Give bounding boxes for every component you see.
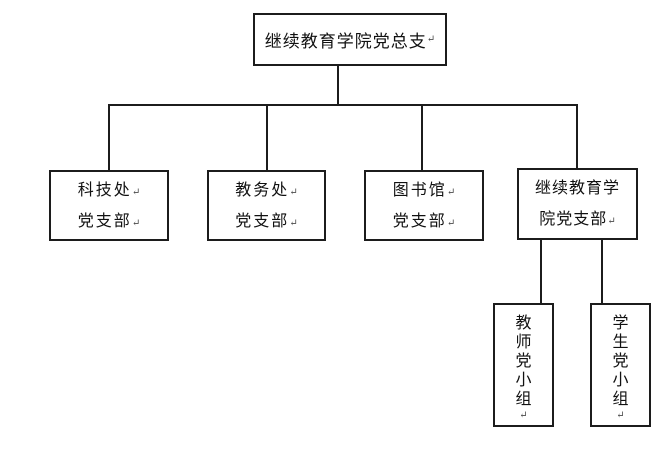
org-node-jiaowu: 教务处↵ 党支部↵ bbox=[207, 170, 326, 241]
connector-drop-tushu bbox=[421, 104, 423, 171]
org-node-jiaowu-line1: 教务处↵ bbox=[235, 182, 298, 199]
line-break-mark: ↵ bbox=[131, 218, 141, 229]
line-break-mark: ↵ bbox=[289, 218, 298, 229]
connector-distributor bbox=[108, 104, 578, 106]
line-break-mark: ↵ bbox=[446, 187, 456, 198]
org-node-jixu: 继续教育学 院党支部↵ bbox=[517, 168, 638, 240]
org-node-keji-line1: 科技处↵ bbox=[77, 182, 141, 199]
org-node-jixu-line1: 继续教育学 bbox=[534, 180, 620, 197]
line-break-mark: ↵ bbox=[289, 187, 298, 198]
connector-drop-xuesheng bbox=[601, 239, 603, 304]
org-node-tushu-line2: 党支部↵ bbox=[392, 213, 456, 230]
connector-drop-jiaoshi bbox=[540, 239, 542, 304]
connector-root-riser bbox=[337, 66, 339, 105]
connector-drop-keji bbox=[108, 104, 110, 171]
line-break-mark: ↵ bbox=[616, 410, 625, 421]
org-node-jixu-line2: 院党支部↵ bbox=[539, 211, 616, 228]
org-node-jiaowu-line2: 党支部↵ bbox=[235, 213, 298, 230]
line-break-mark: ↵ bbox=[131, 187, 141, 198]
org-node-jiaoshi-label: 教师党小组 bbox=[515, 315, 532, 408]
line-break-mark: ↵ bbox=[426, 34, 436, 45]
org-node-tushu: 图书馆↵ 党支部↵ bbox=[364, 170, 484, 241]
line-break-mark: ↵ bbox=[446, 218, 456, 229]
org-node-tushu-line1: 图书馆↵ bbox=[392, 182, 456, 199]
org-node-root: 继续教育学院党总支↵ bbox=[253, 13, 447, 66]
org-node-keji-line2: 党支部↵ bbox=[77, 213, 141, 230]
org-node-xuesheng: 学生党小组 ↵ bbox=[590, 303, 651, 427]
connector-drop-jiaowu bbox=[266, 104, 268, 171]
line-break-mark: ↵ bbox=[607, 216, 616, 227]
org-node-keji: 科技处↵ 党支部↵ bbox=[49, 170, 169, 241]
org-node-jiaoshi: 教师党小组 ↵ bbox=[493, 303, 554, 427]
org-node-xuesheng-label: 学生党小组 bbox=[612, 315, 629, 408]
connector-drop-jixu bbox=[576, 104, 578, 169]
line-break-mark: ↵ bbox=[519, 410, 528, 421]
org-node-root-label: 继续教育学院党总支 bbox=[264, 32, 427, 51]
